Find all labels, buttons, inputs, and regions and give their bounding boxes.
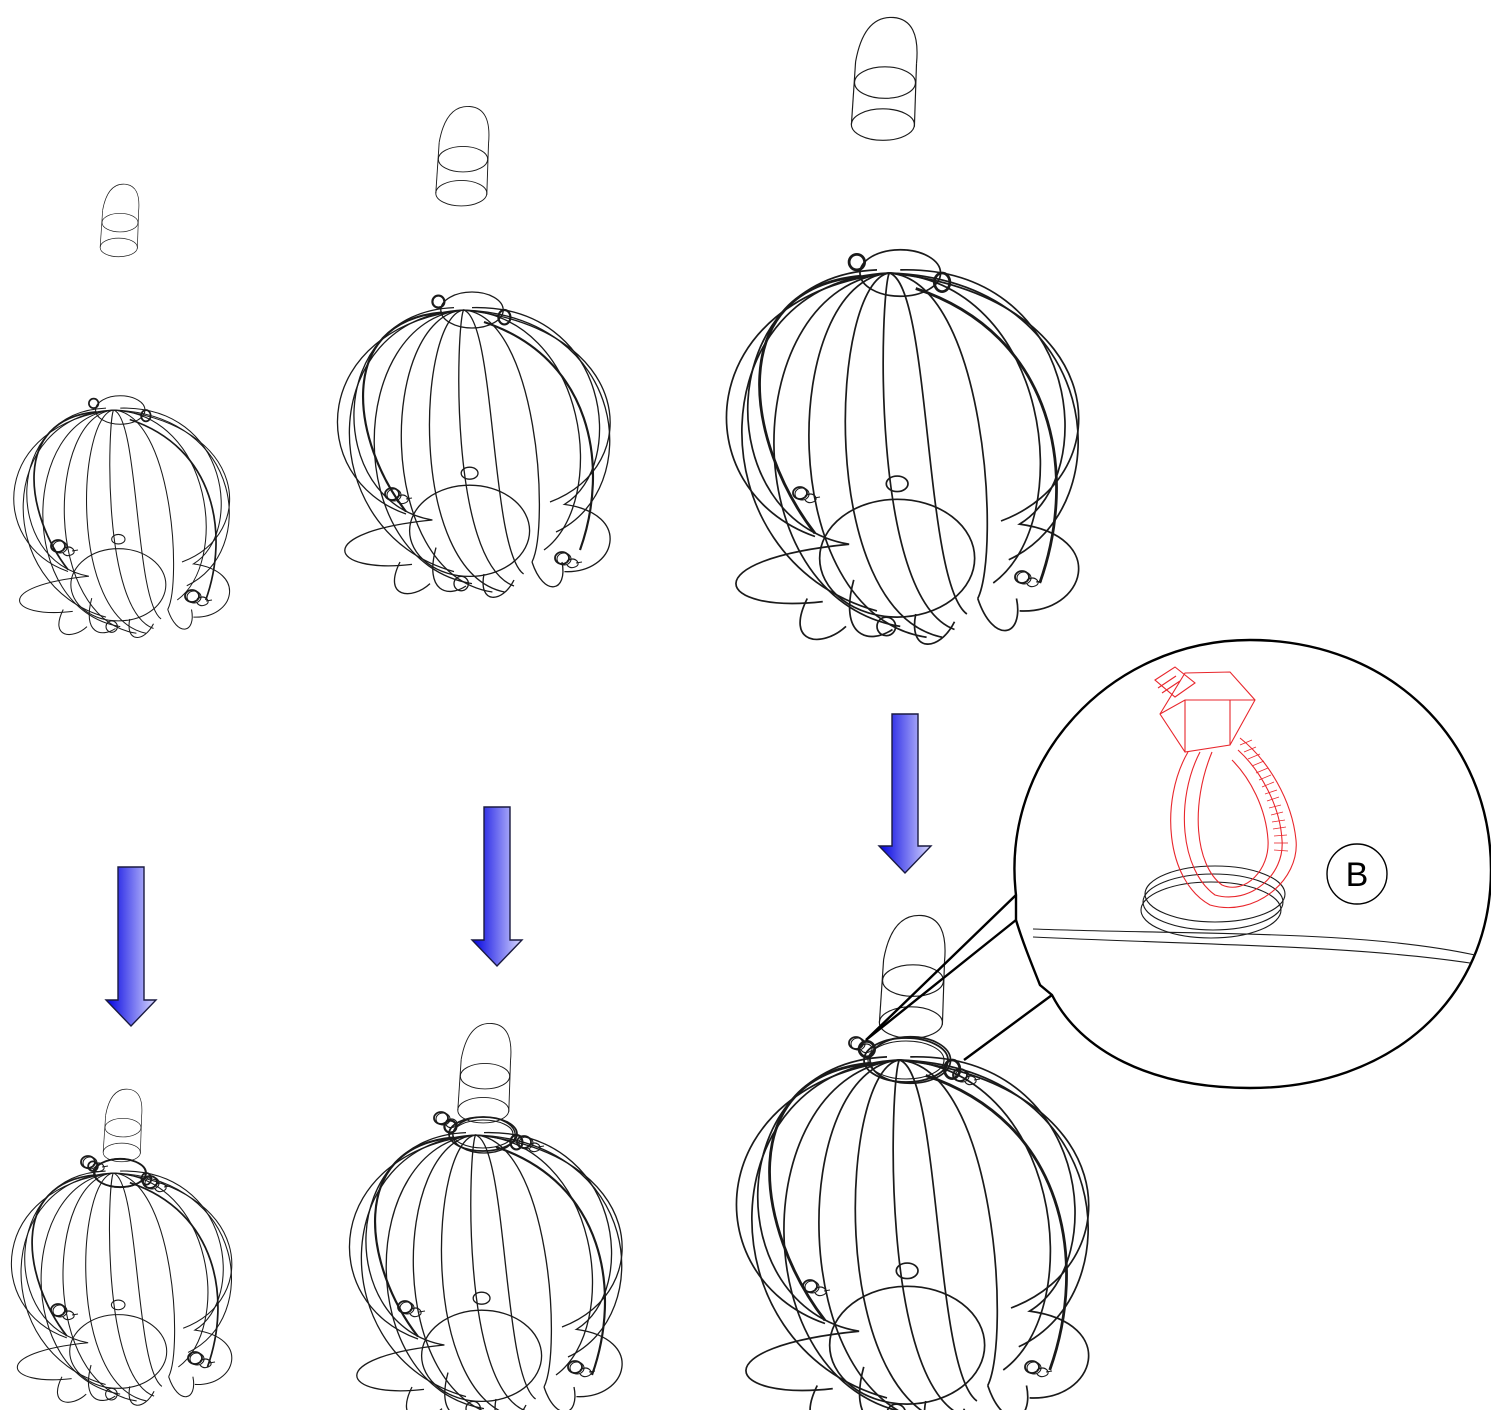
- cable-tie-icon: [1154, 666, 1297, 909]
- split-ring-icon: [1014, 570, 1043, 588]
- split-ring-icon: [50, 539, 79, 557]
- sleeve-large: [850, 16, 918, 141]
- down-arrow-icon: [470, 806, 524, 968]
- strap-teeth: [1239, 739, 1289, 852]
- assembled-lantern-medium: [348, 1022, 624, 1410]
- sleeve-medium: [435, 105, 490, 207]
- detail-callout-b: B: [865, 638, 1491, 1090]
- svg-text:B: B: [1346, 856, 1369, 894]
- split-ring-icon: [792, 486, 821, 504]
- split-ring-icon: [1140, 865, 1286, 939]
- assembled-lantern-small: [10, 1088, 233, 1407]
- split-ring-icon: [554, 551, 583, 569]
- down-arrow-icon: [877, 713, 933, 875]
- lantern-frame-small: [12, 394, 231, 639]
- lantern-frame-medium: [336, 290, 612, 599]
- detail-label-b: B: [1326, 843, 1388, 905]
- assembled-lantern-large: [735, 914, 1091, 1410]
- lantern-frame-large: [725, 248, 1081, 646]
- sleeve-small: [99, 183, 140, 258]
- down-arrow-icon: [104, 866, 158, 1028]
